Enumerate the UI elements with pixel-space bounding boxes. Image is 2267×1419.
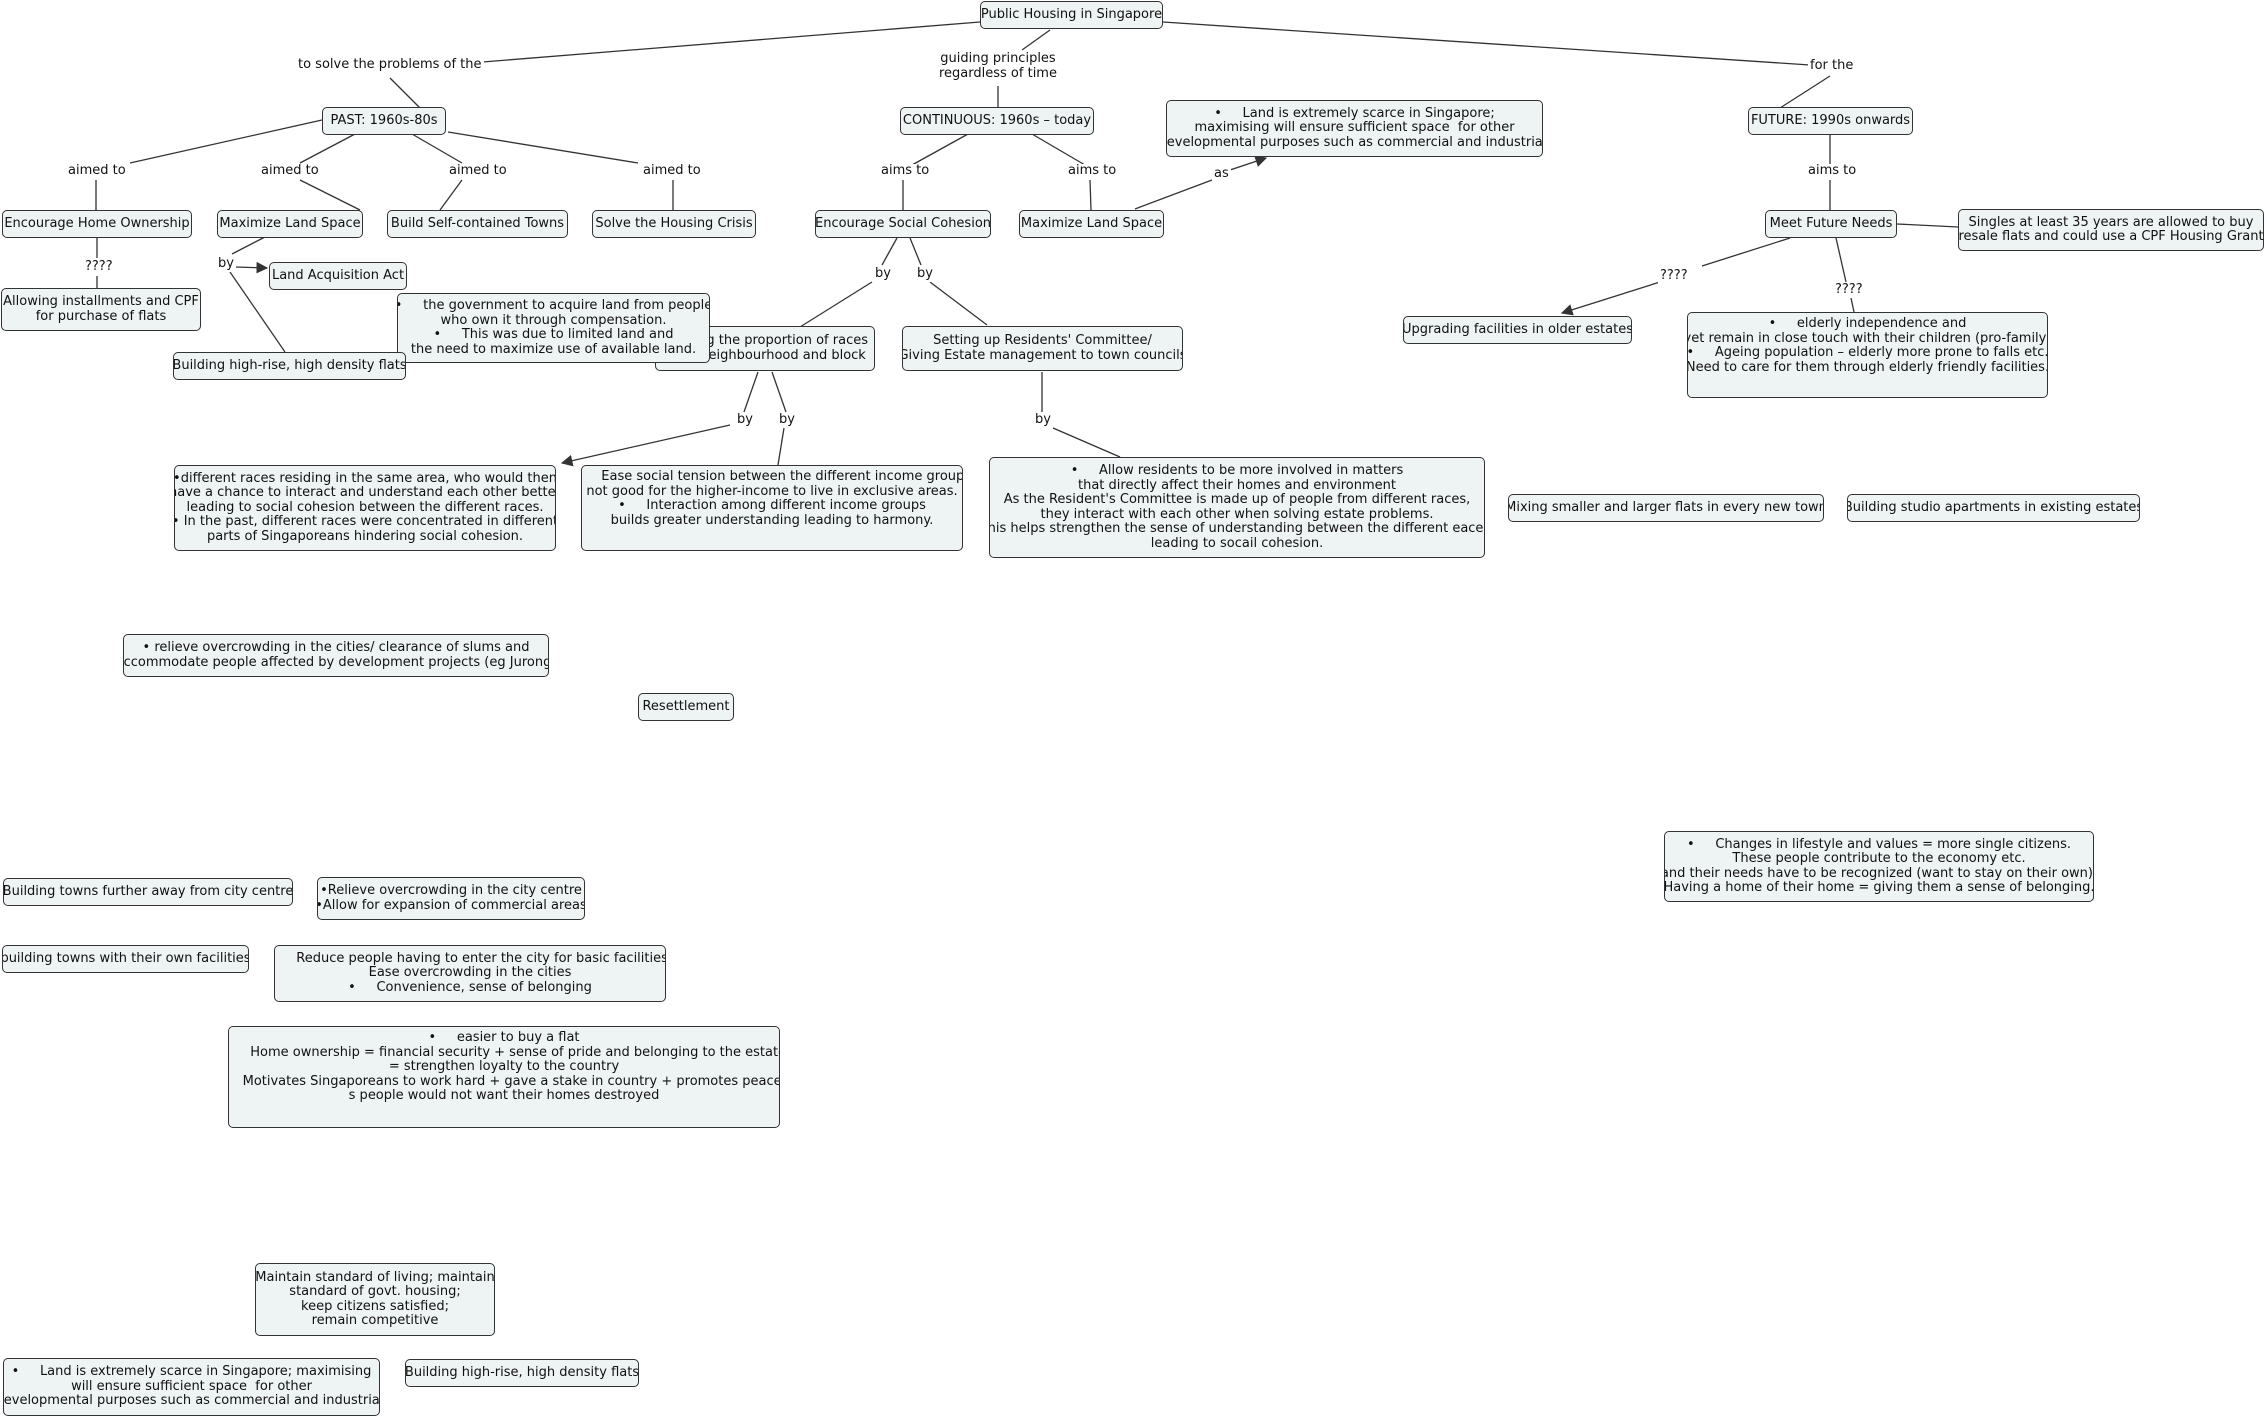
link-cohesion-by1 <box>881 237 898 266</box>
label-aims-to-1: aims to <box>879 163 932 179</box>
label-by-c2: by <box>915 266 935 282</box>
node-lifestyle[interactable]: • Changes in lifestyle and values = more… <box>1664 831 2094 902</box>
node-future[interactable]: FUTURE: 1990s onwards <box>1748 107 1913 135</box>
label-guiding: guiding principles regardless of time <box>937 51 1059 81</box>
link-root-forthe <box>1162 21 1811 66</box>
node-past[interactable]: PAST: 1960s-80s <box>322 107 446 135</box>
node-residents-committee[interactable]: Setting up Residents' Committee/ Giving … <box>902 326 1183 371</box>
node-continuous[interactable]: CONTINUOUS: 1960s – today <box>900 107 1094 135</box>
link-solve-past <box>389 77 421 109</box>
link-maxland-by <box>231 236 266 255</box>
link-needs-singles <box>1896 223 1959 228</box>
node-reduce-people[interactable]: • Reduce people having to enter the city… <box>274 945 666 1002</box>
node-upgrading[interactable]: Upgrading facilities in older estates <box>1403 316 1632 344</box>
node-self-contained[interactable]: Build Self-contained Towns <box>387 210 568 238</box>
link-r1-races <box>560 424 731 467</box>
node-land-acq-desc[interactable]: • the government to acquire land from pe… <box>397 293 710 363</box>
label-aims-to-3: aims to <box>1806 163 1859 179</box>
link-forthe-future <box>1779 75 1831 109</box>
link-needs-q2 <box>1835 237 1847 283</box>
node-high-rise-2[interactable]: Building high-rise, high density flats <box>405 1359 639 1387</box>
node-maximize-land-cont[interactable]: Maximize Land Space <box>1019 210 1164 238</box>
label-by-r2: by <box>777 412 797 428</box>
link-race-by-r1 <box>743 371 759 413</box>
link-r2-income <box>777 427 785 466</box>
node-towns-away[interactable]: Building towns further away from city ce… <box>3 878 293 906</box>
link-by-rcdesc <box>1052 427 1121 458</box>
node-singles[interactable]: Singles at least 35 years are allowed to… <box>1958 209 2264 251</box>
node-land-scarce-bottom[interactable]: • Land is extremely scarce in Singapore;… <box>3 1358 380 1416</box>
link-cont-aims1 <box>911 133 969 166</box>
node-encourage-home[interactable]: Encourage Home Ownership <box>2 210 192 238</box>
link-past-aim1 <box>129 119 323 164</box>
node-studio-apts[interactable]: Building studio apartments in existing e… <box>1847 494 2140 522</box>
link-by-landact <box>234 261 269 274</box>
link-q1-upgrade <box>1560 281 1661 316</box>
link-race-by-r2 <box>771 371 787 413</box>
node-resettlement[interactable]: Resettlement <box>638 693 734 721</box>
label-for-the: for the <box>1808 58 1856 74</box>
link-root-guiding <box>1021 29 1051 51</box>
node-income-desc[interactable]: • Ease social tension between the differ… <box>581 465 963 551</box>
label-aimed-to-1: aimed to <box>66 163 128 179</box>
link-cohesion-by2 <box>909 237 922 266</box>
label-by-c1: by <box>873 266 893 282</box>
link-needs-q1 <box>1701 237 1791 267</box>
label-aimed-to-2: aimed to <box>259 163 321 179</box>
link-aim2-maxland <box>299 179 361 211</box>
label-aimed-to-4: aimed to <box>641 163 703 179</box>
node-installments[interactable]: Allowing installments and CPF for purcha… <box>1 288 201 331</box>
node-root[interactable]: Public Housing in Singapore <box>980 1 1163 29</box>
link-past-aim2 <box>299 133 356 164</box>
label-by-rc: by <box>1033 412 1053 428</box>
node-high-rise-1[interactable]: Building high-rise, high density flats <box>173 352 406 380</box>
link-past-aim4 <box>447 131 639 164</box>
node-maximize-land-past[interactable]: Maximize Land Space <box>217 210 363 238</box>
node-races-desc[interactable]: •different races residing in the same ar… <box>174 465 556 551</box>
node-future-needs[interactable]: Meet Future Needs <box>1765 210 1897 238</box>
node-land-scarce-top[interactable]: • Land is extremely scarce in Singapore;… <box>1166 100 1543 157</box>
link-root-solve <box>469 21 981 64</box>
label-q-future-1: ???? <box>1658 268 1690 284</box>
node-towns-facilities[interactable]: building towns with their own facilities <box>2 945 249 973</box>
node-relieve-city[interactable]: •Relieve overcrowding in the city centre… <box>317 877 585 920</box>
label-by-land: by <box>216 256 236 272</box>
node-residents-desc[interactable]: • Allow residents to be more involved in… <box>989 457 1485 558</box>
node-easier-flat[interactable]: • easier to buy a flat • Home ownership … <box>228 1026 780 1128</box>
node-elderly[interactable]: • elderly independence and yet remain in… <box>1687 312 2048 398</box>
link-past-aim3 <box>411 133 463 164</box>
link-cont-aims2 <box>1031 133 1086 166</box>
label-q-home: ???? <box>83 259 115 275</box>
link-aim3-self <box>439 179 463 211</box>
label-aimed-to-3: aimed to <box>447 163 509 179</box>
link-aims2-maxland <box>1089 179 1092 211</box>
label-aims-to-2: aims to <box>1066 163 1119 179</box>
node-relieve-slums[interactable]: • relieve overcrowding in the cities/ cl… <box>123 634 549 677</box>
node-social-cohesion[interactable]: Encourage Social Cohesion <box>815 210 991 238</box>
label-q-future-2: ???? <box>1833 282 1865 298</box>
node-solve-housing[interactable]: Solve the Housing Crisis <box>592 210 756 238</box>
node-mixing-flats[interactable]: Mixing smaller and larger flats in every… <box>1508 494 1824 522</box>
link-q2-elderly <box>1850 297 1855 313</box>
link-as-land <box>1229 155 1268 171</box>
node-maintain-std[interactable]: Maintain standard of living; maintain st… <box>255 1263 495 1336</box>
label-solve-problems: to solve the problems of the <box>296 57 484 73</box>
link-maxland-as <box>1134 179 1213 210</box>
link-by2-rc <box>929 281 988 326</box>
node-land-acq-act[interactable]: Land Acquisition Act <box>269 262 407 290</box>
link-by1-race <box>799 281 873 328</box>
label-by-r1: by <box>735 412 755 428</box>
label-as: as <box>1212 166 1231 182</box>
